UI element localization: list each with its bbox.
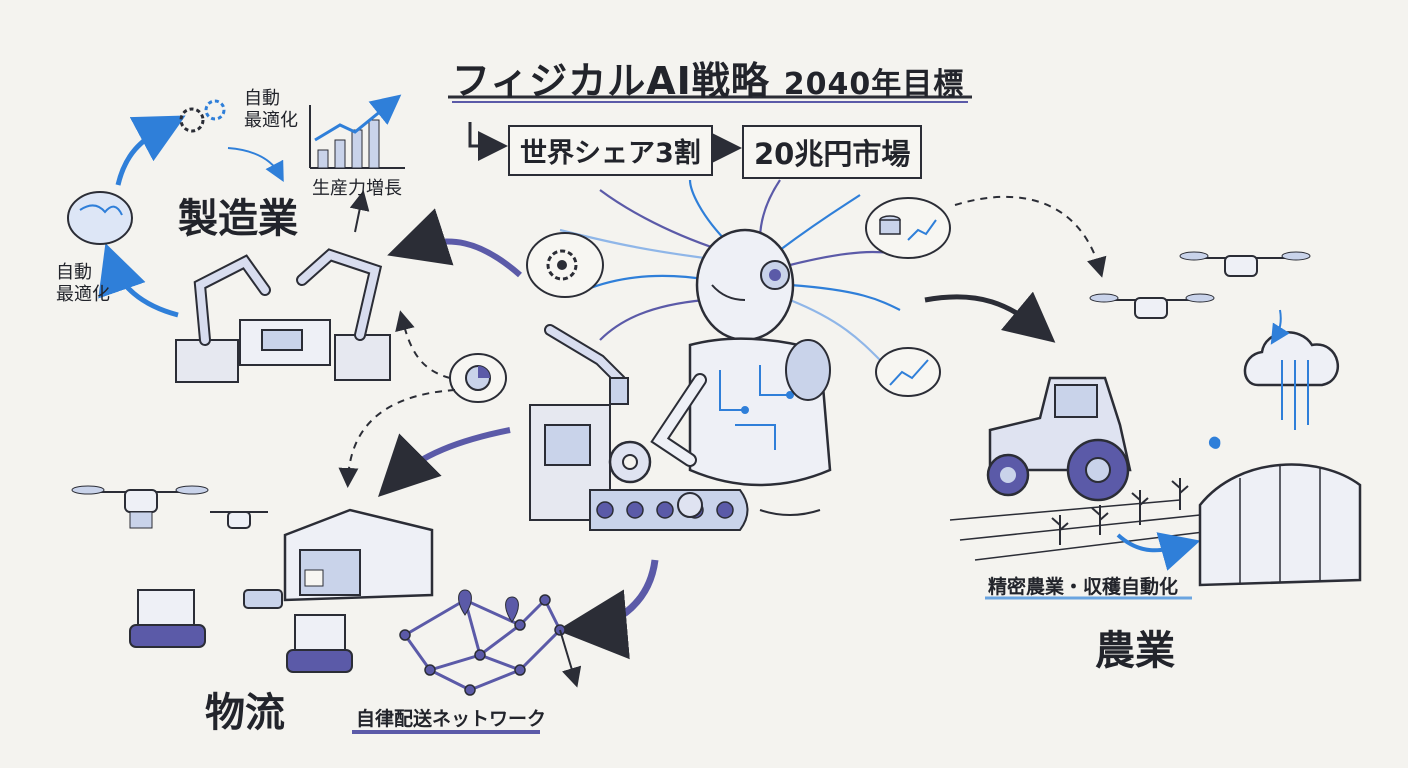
delivery-robots	[129, 589, 353, 673]
sector-logistics: 物流	[205, 690, 285, 736]
central-robot	[559, 179, 901, 516]
title-main: フィジカルAI戦略	[452, 59, 770, 103]
label-productivity-growth: 生産力増長	[312, 178, 402, 199]
target-market-size: 20兆円市場	[742, 125, 923, 179]
agri-drones	[1089, 251, 1311, 319]
warehouse	[283, 508, 434, 602]
conveyor-machine	[529, 324, 749, 531]
dashed-arrow-drones	[954, 195, 1107, 278]
caption-delivery-network: 自律配送ネットワーク	[356, 708, 547, 730]
gear-bubble	[526, 232, 604, 298]
delivery-network	[399, 589, 582, 696]
robot-arms-factory	[175, 248, 391, 383]
manufacturing-cycle	[67, 99, 284, 318]
greenhouse	[1198, 463, 1362, 587]
trend-bubble	[875, 347, 941, 397]
growth-chart-icon	[309, 94, 405, 233]
title-underline	[448, 95, 972, 103]
caption-precision-agriculture: 精密農業・収穫自動化	[988, 576, 1179, 598]
database-chart-bubble	[865, 197, 951, 259]
pie-bubble	[449, 353, 507, 403]
arrow-to-logistics	[378, 427, 511, 497]
label-auto-optimize-left: 自動 最適化	[56, 262, 110, 305]
dashed-arrow-warehouse	[338, 389, 456, 488]
logistics-drones	[71, 485, 268, 529]
arrow-to-manufacturing	[387, 208, 522, 278]
sector-agriculture: 農業	[1095, 628, 1175, 674]
target-world-share: 世界シェア3割	[508, 125, 713, 176]
dashed-arrow-factory	[395, 310, 451, 379]
arrow-to-agriculture	[924, 291, 1056, 343]
label-auto-optimize-top: 自動 最適化	[244, 88, 298, 131]
sector-manufacturing: 製造業	[178, 196, 298, 242]
target-arrow-1	[468, 122, 508, 161]
tractor	[986, 376, 1132, 502]
cloud-icon	[1208, 309, 1340, 449]
title-year-goal: 2040年目標	[783, 67, 965, 102]
page-title: フィジカルAI戦略 2040年目標	[452, 50, 964, 105]
crop-field	[949, 478, 1221, 571]
arrow-to-network	[557, 559, 659, 660]
